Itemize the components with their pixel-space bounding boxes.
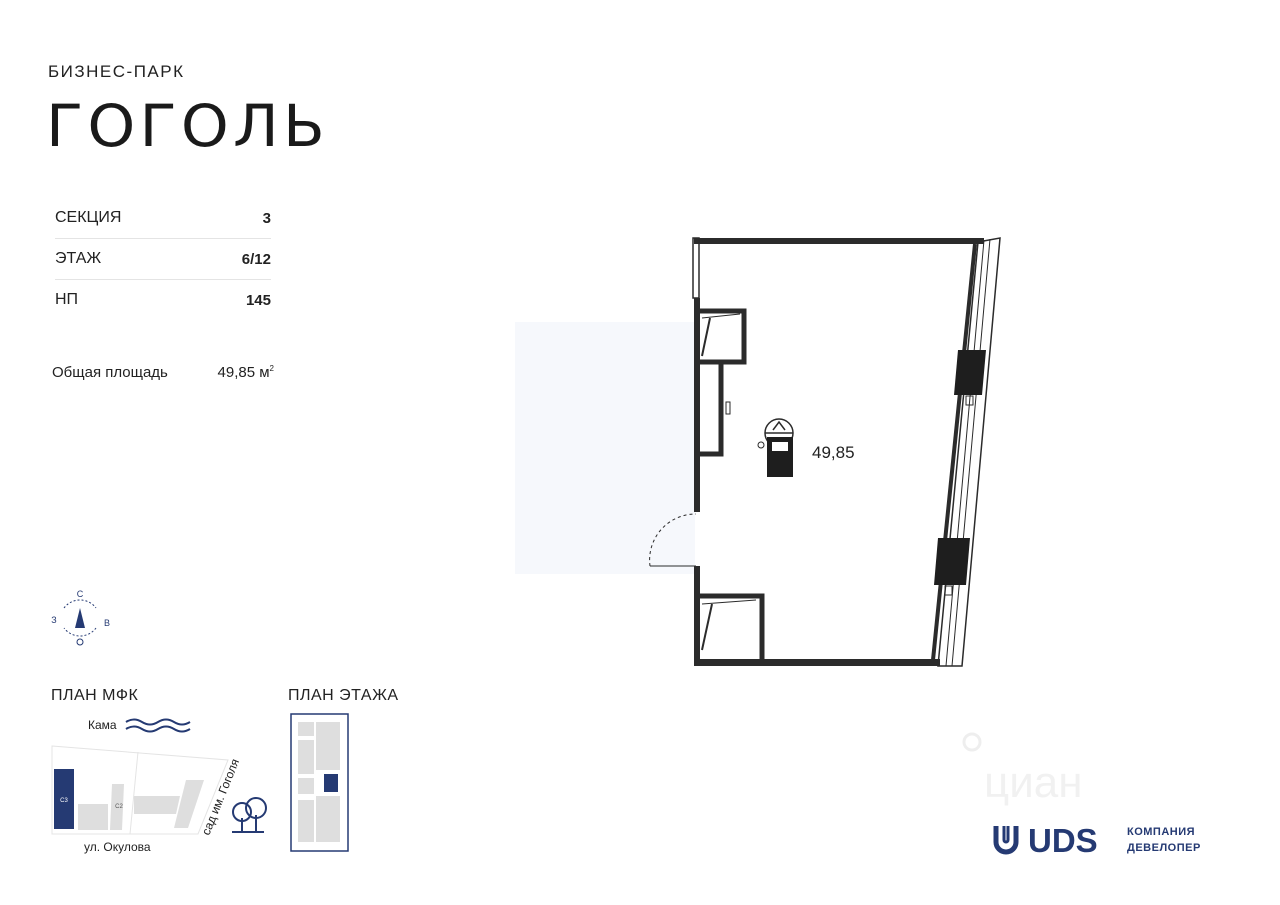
developer-logo: UDS КОМПАНИЯ ДЕВЕЛОПЕР xyxy=(993,822,1201,859)
total-area-row: Общая площадь 49,85 м2 xyxy=(52,364,274,381)
tree-icon xyxy=(232,797,267,833)
floor-mini-outline xyxy=(290,713,349,852)
info-label: СЕКЦИЯ xyxy=(55,209,122,226)
compass: С З В xyxy=(51,589,110,646)
floor-mini-room xyxy=(316,796,340,842)
floor-mini-selected-room xyxy=(324,774,338,792)
river-label: Кама xyxy=(88,718,117,732)
floor-mini-room xyxy=(298,740,314,774)
river-wave-icon xyxy=(125,718,191,726)
info-label: НП xyxy=(55,291,79,308)
brand-subtitle: БИЗНЕС-ПАРК xyxy=(48,62,185,81)
facade-marker-lower xyxy=(944,585,953,596)
total-area-label: Общая площадь xyxy=(52,364,168,381)
floor-plan: 49,85 xyxy=(515,237,1001,667)
mfk-plan-title: ПЛАН МФК xyxy=(51,687,138,704)
facade-inner-wall xyxy=(931,243,977,661)
watermark-pin-icon xyxy=(962,732,982,752)
cian-watermark: циан xyxy=(962,732,1083,807)
facade-marker-upper xyxy=(965,395,974,406)
mfk-block-1 xyxy=(78,804,108,830)
riser-box-window xyxy=(772,442,788,451)
shaft-upper xyxy=(694,308,747,365)
floor-mini-room xyxy=(316,722,340,770)
shaft-lower-diagonal xyxy=(701,603,713,651)
info-value: 145 xyxy=(245,291,271,309)
mfk-block-2 xyxy=(110,784,124,830)
room-area-label: 49,85 xyxy=(812,443,855,462)
floor-mini-room xyxy=(298,800,314,842)
compass-arc-bottom xyxy=(63,627,97,637)
facade-line-2 xyxy=(951,238,991,667)
wall-left-window xyxy=(692,237,700,299)
compass-east-label: В xyxy=(104,618,110,628)
column-upper xyxy=(954,350,986,395)
floor-mini-room xyxy=(298,778,314,794)
mfk-block-4 xyxy=(174,780,204,828)
sun-icon xyxy=(76,638,84,646)
compass-north-label: С xyxy=(77,589,84,599)
mfk-plan: ПЛАН МФК Кама С3 С2 ул. Окулова сад им. … xyxy=(51,687,267,854)
watermark-text: циан xyxy=(984,758,1083,807)
shaft-upper-line xyxy=(701,313,741,319)
developer-line1: КОМПАНИЯ xyxy=(1127,826,1195,838)
shaft-lower xyxy=(694,593,765,665)
info-row-section: СЕКЦИЯ 3 xyxy=(55,198,271,239)
facade-line-1 xyxy=(945,239,985,667)
shaft-small-marker xyxy=(725,401,731,415)
info-table: СЕКЦИЯ 3 ЭТАЖ 6/12 НП 145 xyxy=(55,198,271,320)
info-label: ЭТАЖ xyxy=(55,250,102,267)
floor-plan-title: ПЛАН ЭТАЖА xyxy=(288,687,399,704)
column-lower xyxy=(934,538,970,585)
wall-top xyxy=(694,238,984,244)
info-row-floor: ЭТАЖ 6/12 xyxy=(55,239,271,280)
section-c3-label: С3 xyxy=(60,798,68,804)
brand-title: ГОГОЛЬ xyxy=(46,92,329,160)
riser-small-circle xyxy=(757,441,765,449)
wall-bottom xyxy=(694,659,940,666)
total-area-value: 49,85 м2 xyxy=(217,364,274,381)
info-value: 6/12 xyxy=(241,250,271,268)
compass-west-label: З xyxy=(51,615,56,625)
shaft-tall xyxy=(694,359,724,457)
shaft-upper-diagonal xyxy=(701,317,711,357)
riser-symbol xyxy=(772,420,786,431)
section-c2-label: С2 xyxy=(115,804,123,810)
section-c3-block xyxy=(54,769,74,829)
compass-arc-top xyxy=(63,599,97,609)
info-value: 3 xyxy=(262,209,271,227)
uds-logo-text: UDS xyxy=(1028,822,1098,859)
facade-right xyxy=(937,237,1001,667)
mfk-divider xyxy=(129,751,139,835)
shaft-lower-line xyxy=(701,599,757,605)
floor-mini-plan: ПЛАН ЭТАЖА xyxy=(288,687,399,852)
garden-label: сад им. Гоголя xyxy=(199,757,242,837)
floor-mini-room xyxy=(298,722,314,736)
river-wave-icon-2 xyxy=(125,725,191,733)
info-row-np: НП 145 xyxy=(55,280,271,320)
area-unit-superscript: 2 xyxy=(269,364,274,373)
developer-line2: ДЕВЕЛОПЕР xyxy=(1127,842,1201,854)
mfk-outline xyxy=(51,745,229,835)
plan-corridor-shade xyxy=(515,322,695,574)
uds-logo-icon xyxy=(993,826,1019,855)
street-label: ул. Окулова xyxy=(84,840,151,854)
compass-needle-icon xyxy=(75,608,85,628)
mfk-block-3 xyxy=(134,796,180,814)
